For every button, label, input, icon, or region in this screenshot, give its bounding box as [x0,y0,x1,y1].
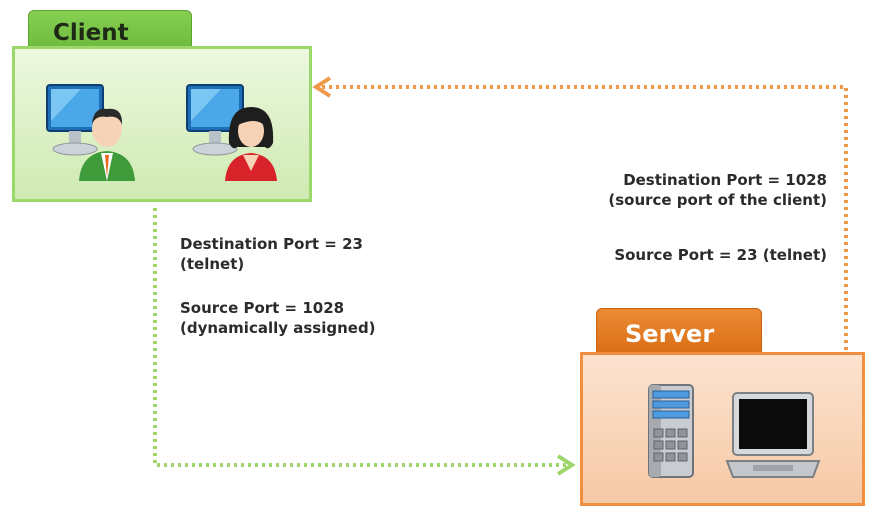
male-user-computer-icon [46,84,135,181]
request-src-line2: (dynamically assigned) [180,319,376,337]
response-dest-line2: (source port of the client) [608,191,827,209]
response-src-line1: Source Port = 23 (telnet) [614,246,827,264]
response-source-port-label: Source Port = 23 (telnet) [614,245,827,265]
request-dest-line1: Destination Port = 23 [180,235,363,253]
request-arrow [153,208,576,476]
client-panel [12,46,312,202]
response-dest-line1: Destination Port = 1028 [623,171,827,189]
request-destination-port-label: Destination Port = 23 (telnet) [180,234,363,274]
server-title-tab: Server [596,308,762,358]
response-arrow [312,76,848,350]
server-title: Server [625,320,715,348]
request-src-line1: Source Port = 1028 [180,299,345,317]
client-title: Client [53,20,129,46]
request-source-port-label: Source Port = 1028 (dynamically assigned… [180,298,376,338]
request-dest-line2: (telnet) [180,255,245,273]
laptop-icon [725,392,821,478]
response-destination-port-label: Destination Port = 1028 (source port of … [608,170,827,210]
server-panel [580,352,865,506]
server-tower-icon [648,384,694,478]
female-user-computer-icon [186,84,277,181]
